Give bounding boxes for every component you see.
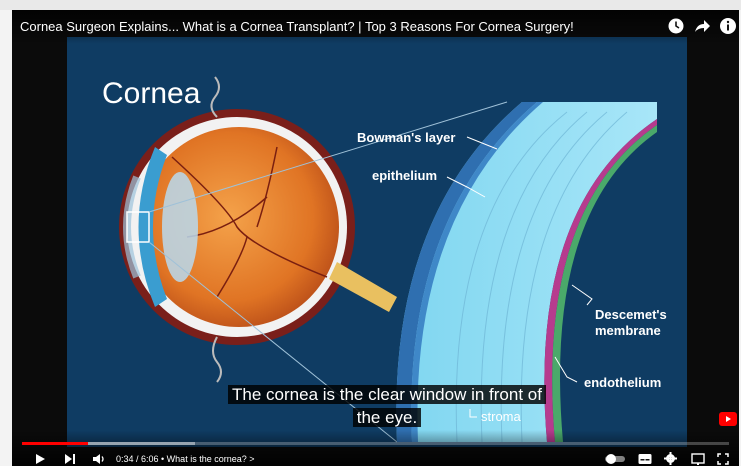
caption-line-2: the eye. (353, 408, 422, 427)
autoplay-toggle-icon[interactable] (604, 452, 626, 466)
eyeball (119, 77, 397, 382)
label-descemets-2: membrane (595, 323, 661, 339)
subtitle-caption: The cornea is the clear window in front … (207, 383, 567, 429)
miniplayer-icon[interactable] (691, 452, 705, 466)
label-bowmans-layer: Bowman's layer (357, 130, 455, 146)
video-player[interactable]: Cornea Bowman's layer epithelium Desceme… (12, 10, 739, 466)
progress-played (22, 442, 88, 445)
slide-heading: Cornea (102, 77, 200, 111)
backdrop (0, 0, 741, 10)
settings-icon[interactable] (664, 452, 677, 466)
caption-line-1: The cornea is the clear window in front … (228, 385, 546, 404)
youtube-logo-icon[interactable] (719, 412, 737, 426)
play-icon[interactable] (34, 452, 46, 466)
next-icon[interactable] (64, 452, 76, 466)
player-controls: 0:34 / 6:06 • What is the cornea? > (12, 430, 739, 466)
video-title[interactable]: Cornea Surgeon Explains... What is a Cor… (20, 19, 574, 34)
video-title-bar: Cornea Surgeon Explains... What is a Cor… (12, 10, 739, 44)
label-endothelium: endothelium (584, 375, 661, 391)
progress-bar[interactable] (22, 442, 729, 445)
label-descemets-1: Descemet's (595, 307, 667, 323)
share-icon[interactable] (693, 17, 711, 35)
fullscreen-icon[interactable] (717, 452, 729, 466)
subtitles-icon[interactable] (638, 452, 652, 466)
label-epithelium: epithelium (372, 168, 437, 184)
time-display[interactable]: 0:34 / 6:06 • What is the cornea? > (116, 454, 255, 464)
info-icon[interactable] (719, 17, 737, 35)
volume-icon[interactable] (92, 452, 106, 466)
clock-icon[interactable] (667, 17, 685, 35)
